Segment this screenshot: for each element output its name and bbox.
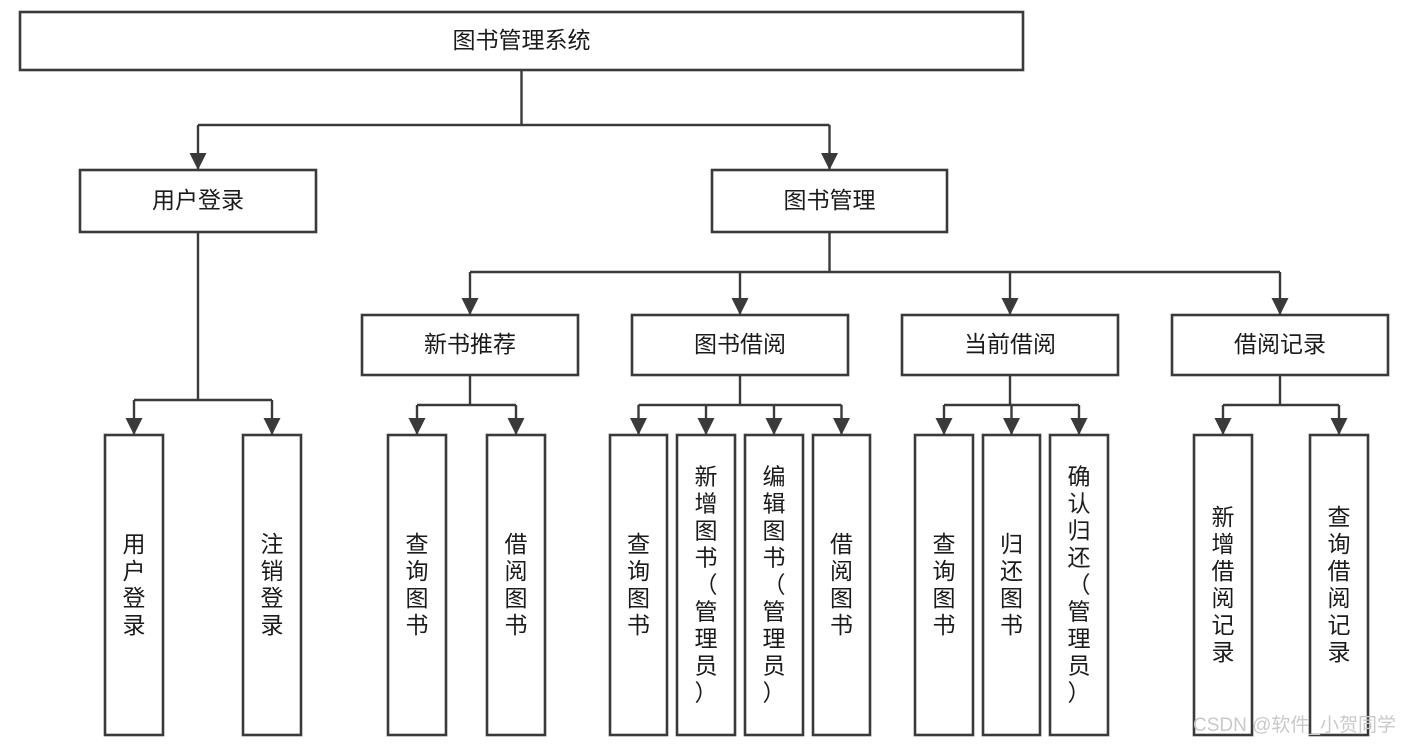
arrow-head-icon bbox=[1070, 418, 1088, 435]
node-box-leaf-return-book bbox=[981, 433, 1042, 737]
csdn-watermark: CSDN @软件_小贺同学 bbox=[1193, 714, 1396, 736]
arrow-head-icon bbox=[408, 418, 426, 435]
node-new-book-recommend[interactable]: 新书推荐 bbox=[360, 313, 580, 377]
node-current-borrow[interactable]: 当前借阅 bbox=[900, 313, 1120, 377]
node-leaf-return-book[interactable]: 归还图书 bbox=[981, 433, 1042, 737]
node-leaf-query-book-new[interactable]: 查询图书 bbox=[386, 433, 448, 737]
node-box-current-borrow bbox=[900, 313, 1120, 377]
node-label-leaf-logout: 注销登录 bbox=[261, 531, 284, 638]
node-box-leaf-query-book-new bbox=[386, 433, 448, 737]
node-box-leaf-add-record bbox=[1192, 433, 1254, 737]
node-label-current-borrow: 当前借阅 bbox=[964, 331, 1056, 357]
node-box-user-login bbox=[78, 168, 318, 234]
node-box-leaf-add-book bbox=[675, 433, 737, 737]
node-root[interactable]: 图书管理系统 bbox=[18, 10, 1025, 72]
arrow-head-icon bbox=[630, 418, 647, 435]
arrow-head-icon bbox=[1003, 418, 1020, 435]
node-leaf-borrow-book[interactable]: 借阅图书 bbox=[811, 433, 872, 737]
arrow-head-icon bbox=[765, 418, 783, 435]
node-leaf-add-book[interactable]: 新增图书（管理员） bbox=[675, 433, 737, 737]
node-leaf-query-book-current[interactable]: 查询图书 bbox=[913, 433, 975, 737]
node-label-root: 图书管理系统 bbox=[453, 27, 591, 53]
node-leaf-confirm-return[interactable]: 确认归还（管理员） bbox=[1048, 433, 1110, 737]
arrow-head-icon bbox=[821, 153, 838, 170]
arrow-head-icon bbox=[189, 153, 207, 170]
node-borrow-records[interactable]: 借阅记录 bbox=[1170, 313, 1390, 377]
node-box-leaf-confirm-return bbox=[1048, 433, 1110, 737]
node-leaf-borrow-book-new[interactable]: 借阅图书 bbox=[485, 433, 547, 737]
node-book-borrow[interactable]: 图书借阅 bbox=[630, 313, 850, 377]
node-layer: 图书管理系统用户登录图书管理新书推荐图书借阅当前借阅借阅记录用户登录注销登录查询… bbox=[18, 10, 1390, 737]
arrow-head-icon bbox=[263, 418, 281, 435]
node-label-leaf-query-book-new: 查询图书 bbox=[406, 531, 429, 638]
node-label-new-book-recommend: 新书推荐 bbox=[424, 331, 516, 357]
connector-layer bbox=[125, 70, 1348, 435]
arrow-head-icon bbox=[1271, 298, 1289, 315]
node-label-leaf-query-book-borrow: 查询图书 bbox=[627, 531, 650, 638]
node-leaf-user-login[interactable]: 用户登录 bbox=[103, 433, 165, 737]
node-box-leaf-user-login bbox=[103, 433, 165, 737]
node-label-leaf-borrow-book: 借阅图书 bbox=[830, 531, 853, 638]
arrow-head-icon bbox=[125, 418, 143, 435]
node-leaf-add-record[interactable]: 新增借阅记录 bbox=[1192, 433, 1254, 737]
node-label-leaf-edit-book: 编辑图书（管理员） bbox=[763, 464, 786, 706]
node-box-leaf-logout bbox=[241, 433, 303, 737]
node-box-leaf-query-book-current bbox=[913, 433, 975, 737]
node-label-leaf-query-book-current: 查询图书 bbox=[933, 531, 956, 638]
arrow-head-icon bbox=[1330, 418, 1348, 435]
arrow-head-icon bbox=[507, 418, 525, 435]
node-box-book-borrow bbox=[630, 313, 850, 377]
node-leaf-query-book-borrow[interactable]: 查询图书 bbox=[608, 433, 669, 737]
node-label-leaf-user-login: 用户登录 bbox=[123, 531, 146, 638]
node-box-root bbox=[18, 10, 1025, 72]
node-label-borrow-records: 借阅记录 bbox=[1234, 331, 1326, 357]
node-leaf-logout[interactable]: 注销登录 bbox=[241, 433, 303, 737]
node-box-leaf-query-record bbox=[1308, 433, 1370, 737]
node-label-leaf-return-book: 归还图书 bbox=[1000, 531, 1023, 638]
node-label-user-login: 用户登录 bbox=[152, 187, 244, 213]
node-box-leaf-borrow-book bbox=[811, 433, 872, 737]
node-box-borrow-records bbox=[1170, 313, 1390, 377]
node-box-leaf-query-book-borrow bbox=[608, 433, 669, 737]
node-box-leaf-borrow-book-new bbox=[485, 433, 547, 737]
arrow-head-icon bbox=[697, 418, 715, 435]
arrow-head-icon bbox=[1001, 298, 1019, 315]
arrow-head-icon bbox=[731, 298, 749, 315]
node-box-book-management bbox=[710, 168, 949, 234]
node-label-book-management: 图书管理 bbox=[784, 187, 876, 213]
node-label-leaf-query-record: 查询借阅记录 bbox=[1328, 504, 1351, 665]
node-label-leaf-confirm-return: 确认归还（管理员） bbox=[1068, 464, 1091, 706]
node-box-new-book-recommend bbox=[360, 313, 580, 377]
arrow-head-icon bbox=[1214, 418, 1232, 435]
node-label-leaf-add-book: 新增图书（管理员） bbox=[695, 464, 718, 706]
node-label-book-borrow: 图书借阅 bbox=[694, 331, 786, 357]
node-label-leaf-add-record: 新增借阅记录 bbox=[1212, 504, 1235, 665]
node-book-management[interactable]: 图书管理 bbox=[710, 168, 949, 234]
node-label-leaf-borrow-book-new: 借阅图书 bbox=[505, 531, 528, 638]
node-box-leaf-edit-book bbox=[743, 433, 805, 737]
node-leaf-edit-book[interactable]: 编辑图书（管理员） bbox=[743, 433, 805, 737]
node-leaf-query-record[interactable]: 查询借阅记录 bbox=[1308, 433, 1370, 737]
arrow-head-icon bbox=[935, 418, 953, 435]
arrow-head-icon bbox=[461, 298, 479, 315]
node-user-login[interactable]: 用户登录 bbox=[78, 168, 318, 234]
arrow-head-icon bbox=[833, 418, 850, 435]
